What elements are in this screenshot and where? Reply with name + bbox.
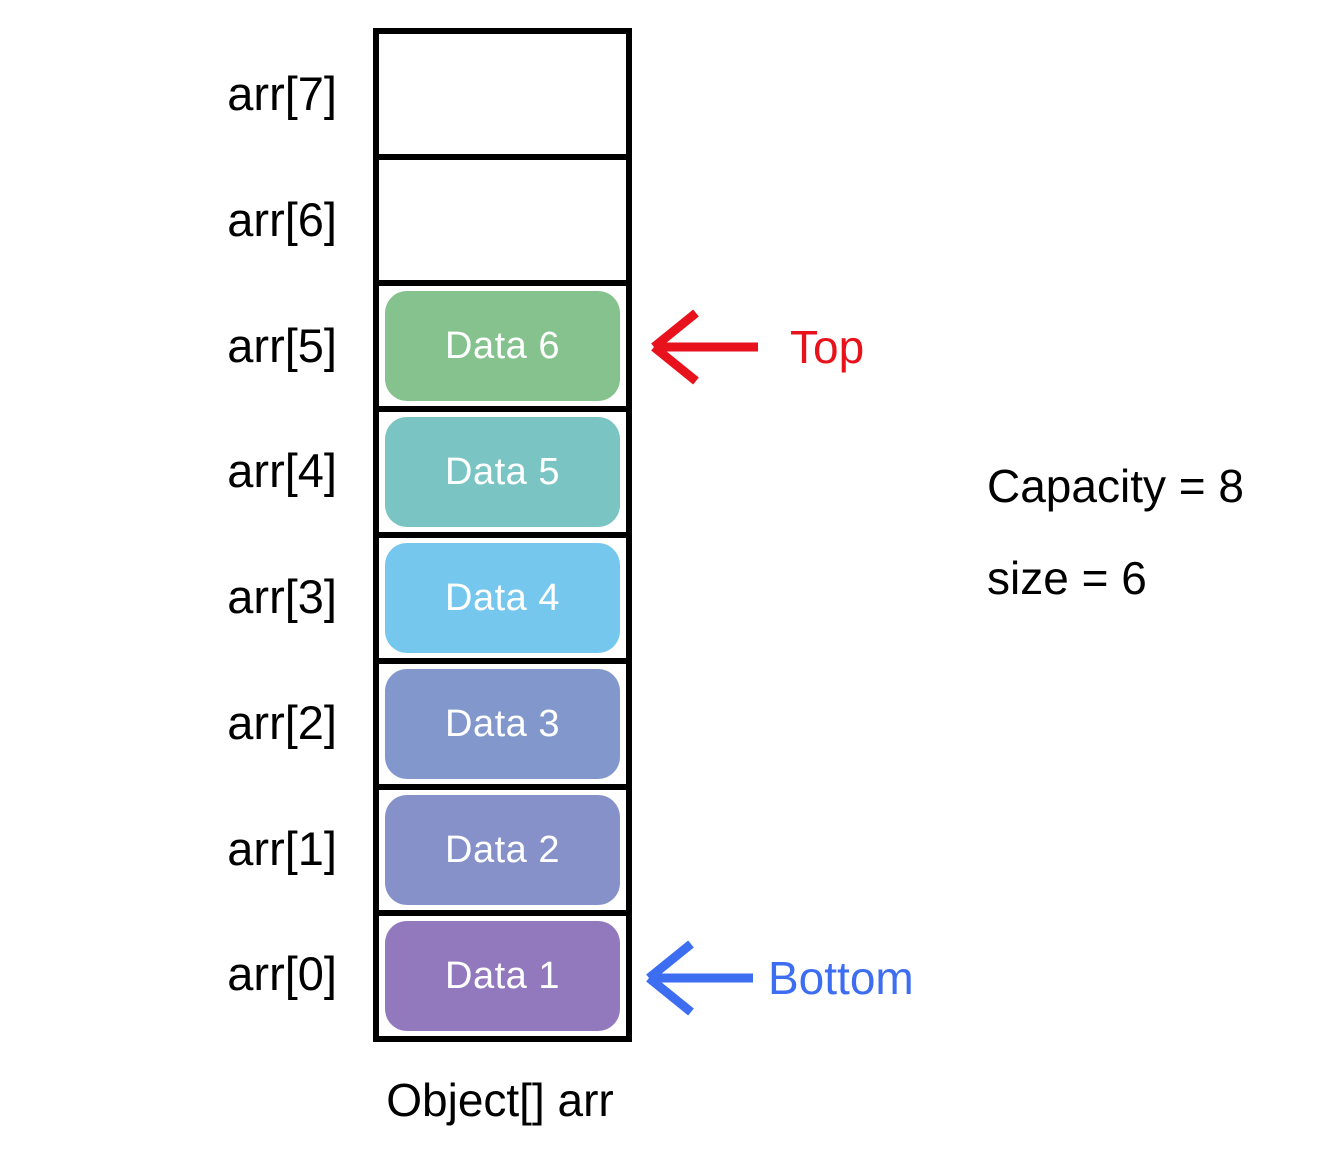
stack-item: Data 4	[385, 543, 620, 653]
left-arrow-icon	[651, 309, 758, 385]
array-index-label-3: arr[3]	[227, 570, 337, 623]
array-index-label-6: arr[6]	[227, 193, 337, 246]
stack-item: Data 3	[385, 669, 620, 779]
capacity-text: Capacity = 8	[987, 460, 1244, 512]
array-index-label-4: arr[4]	[227, 444, 337, 497]
array-cell-6	[379, 160, 626, 286]
array-cell-2: Data 3	[379, 664, 626, 790]
top-pointer-label: Top	[790, 321, 865, 373]
left-arrow-icon	[646, 940, 753, 1016]
stack-item: Data 2	[385, 795, 620, 905]
array-column: Data 6 Data 5 Data 4 Data 3 Data 2 Data …	[373, 28, 632, 1042]
array-cell-1: Data 2	[379, 790, 626, 916]
stack-item: Data 5	[385, 417, 620, 527]
array-index-label-5: arr[5]	[227, 319, 337, 372]
stack-item: Data 1	[385, 921, 620, 1031]
array-cell-3: Data 4	[379, 538, 626, 664]
size-text: size = 6	[987, 552, 1147, 604]
array-index-label-7: arr[7]	[227, 67, 337, 120]
array-cell-4: Data 5	[379, 412, 626, 538]
array-index-label-2: arr[2]	[227, 696, 337, 749]
top-pointer: Top	[650, 307, 864, 387]
stack-item: Data 6	[385, 291, 620, 401]
array-cell-7	[379, 34, 626, 160]
array-cell-5: Data 6	[379, 286, 626, 412]
array-index-label-1: arr[1]	[227, 822, 337, 875]
bottom-pointer: Bottom	[645, 938, 914, 1018]
array-index-label-0: arr[0]	[227, 947, 337, 1000]
bottom-pointer-label: Bottom	[768, 952, 914, 1004]
array-caption: Object[] arr	[386, 1074, 614, 1126]
array-cell-0: Data 1	[379, 916, 626, 1036]
